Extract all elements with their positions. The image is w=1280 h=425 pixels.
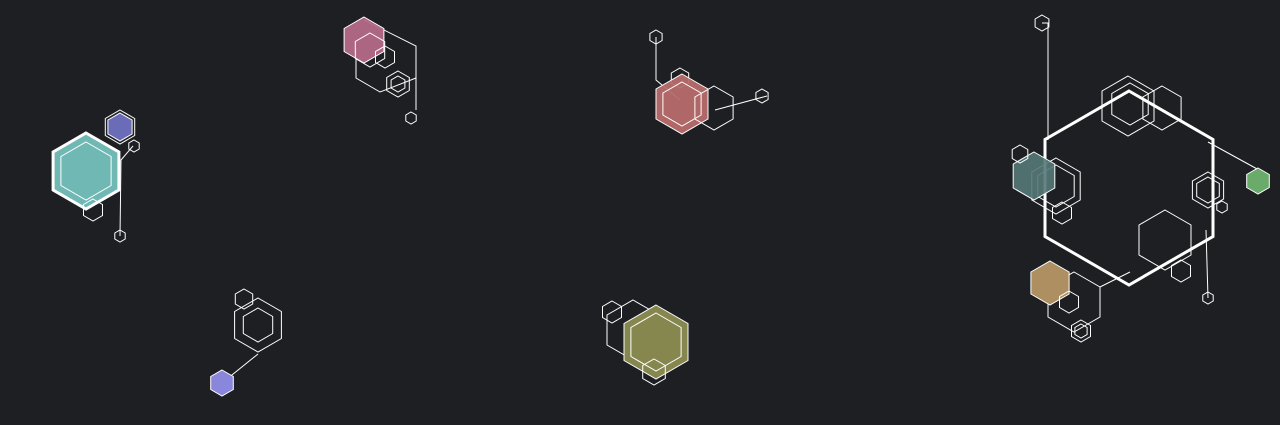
outline-hexagon-31 [1142, 85, 1182, 131]
outline-hexagon-49 [1074, 323, 1088, 339]
connector-line-0 [119, 145, 134, 237]
filled-hexagon-46 [1030, 260, 1070, 306]
outline-hexagon-13 [386, 70, 410, 98]
hexagon-shapes [51, 14, 1270, 397]
connector-lines [119, 19, 1260, 384]
filled-hexagon-5 [107, 112, 133, 142]
outline-hexagon-3 [83, 198, 103, 222]
connector-line-25 [1207, 141, 1260, 171]
outline-hexagon-57 [630, 312, 682, 372]
outline-hexagon-11 [354, 32, 386, 68]
filled-hexagon-19 [655, 73, 709, 135]
outline-hexagon-58 [602, 300, 622, 324]
outline-hexagon-36 [1052, 201, 1072, 225]
connector-line-24 [1042, 22, 1049, 140]
outline-hexagon-51 [234, 297, 282, 353]
connector-line-17 [714, 95, 768, 111]
outline-hexagon-52 [242, 307, 274, 343]
outline-hexagon-6 [128, 139, 140, 153]
filled-hexagon-42 [1246, 167, 1270, 195]
outline-hexagon-41 [1171, 259, 1191, 283]
outline-hexagon-47 [1059, 290, 1079, 314]
outline-hexagon-29 [1101, 75, 1155, 137]
outline-hexagon-53 [234, 288, 254, 310]
connector-line-27 [1099, 271, 1131, 288]
filled-hexagon-1 [51, 131, 121, 211]
filled-hexagon-34 [1012, 151, 1056, 201]
outline-hexagon-4 [104, 109, 136, 145]
outline-hexagon-14 [390, 75, 406, 93]
outline-hexagon-38 [1196, 176, 1220, 204]
filled-hexagon-10 [343, 16, 385, 64]
outline-hexagon-15 [405, 111, 417, 125]
outline-hexagon-2 [60, 141, 112, 201]
outline-hexagon-48 [1071, 319, 1091, 343]
outline-hexagon-23 [649, 29, 663, 45]
outline-hexagon-40 [1138, 209, 1192, 271]
outline-hexagon-22 [755, 88, 769, 104]
outline-hexagon-44 [1202, 291, 1214, 305]
outline-hexagon-21 [694, 85, 734, 131]
connector-line-9 [355, 48, 417, 93]
outline-hexagon-28 [1043, 89, 1215, 287]
outline-hexagon-39 [1216, 200, 1228, 214]
filled-hexagon-54 [210, 369, 234, 397]
outline-hexagon-59 [642, 358, 666, 386]
outline-hexagon-12 [375, 45, 395, 69]
outline-hexagon-35 [1011, 144, 1029, 164]
outline-hexagon-7 [114, 229, 126, 243]
outline-hexagon-43 [1034, 14, 1050, 32]
outline-hexagon-37 [1191, 171, 1225, 209]
filled-hexagon-56 [623, 304, 689, 380]
